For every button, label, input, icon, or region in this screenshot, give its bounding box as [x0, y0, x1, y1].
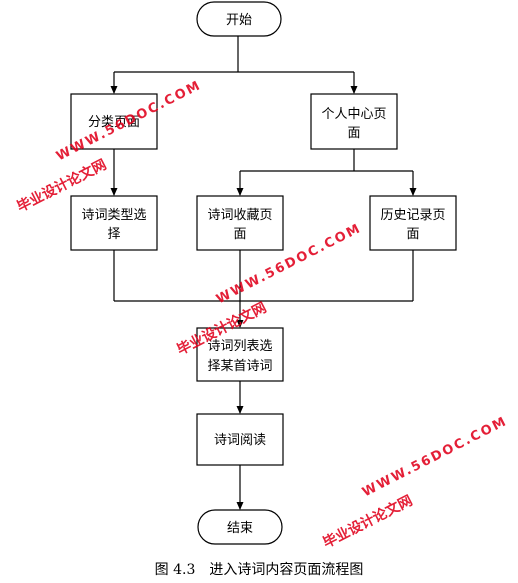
history-records-box [369, 195, 457, 251]
poem-favorites-label-line2: 面 [233, 227, 246, 242]
end-terminator [197, 509, 283, 545]
poem-reading-box [196, 413, 284, 466]
personal-center-label-line2: 面 [347, 126, 360, 141]
poem-type-select-label-line1: 诗词类型选 [81, 208, 146, 223]
node-poem-favorites: 诗词收藏页 面 [196, 195, 284, 251]
watermark-3: 毕业设计论文网 WWW.56DOC.COM [320, 414, 510, 552]
node-end: 结束 [197, 509, 283, 545]
node-start: 开始 [196, 1, 282, 37]
watermark-3-url: WWW.56DOC.COM [360, 414, 510, 500]
poem-list-select-box [196, 327, 284, 382]
poem-favorites-label-line1: 诗词收藏页 [207, 208, 272, 223]
start-label: 开始 [226, 13, 252, 28]
node-category-page: 分类页面 [70, 93, 158, 150]
poem-list-select-label-line2: 择某首诗词 [207, 359, 272, 374]
poem-type-select-box [70, 195, 158, 251]
connectors [110, 36, 417, 510]
figure-caption: 图 4.3 进入诗词内容页面流程图 [155, 561, 364, 578]
node-personal-center: 个人中心页 面 [310, 93, 398, 150]
poem-reading-label: 诗词阅读 [214, 433, 266, 448]
end-label: 结束 [227, 521, 253, 536]
category-page-box [70, 93, 158, 150]
history-records-label-line1: 历史记录页 [380, 208, 445, 223]
start-terminator [196, 1, 282, 37]
node-poem-reading: 诗词阅读 [196, 413, 284, 466]
node-poem-list-select: 诗词列表选 择某首诗词 [196, 327, 284, 382]
poem-favorites-box [196, 195, 284, 251]
personal-center-box [310, 93, 398, 150]
watermark-3-text: 毕业设计论文网 [320, 492, 415, 552]
node-poem-type-select: 诗词类型选 择 [70, 195, 158, 251]
personal-center-label-line1: 个人中心页 [321, 107, 386, 122]
poem-list-select-label-line1: 诗词列表选 [207, 339, 272, 354]
category-page-label: 分类页面 [88, 115, 140, 130]
poem-type-select-label-line2: 择 [107, 227, 120, 242]
history-records-label-line2: 面 [406, 227, 419, 242]
node-history-records: 历史记录页 面 [369, 195, 457, 251]
